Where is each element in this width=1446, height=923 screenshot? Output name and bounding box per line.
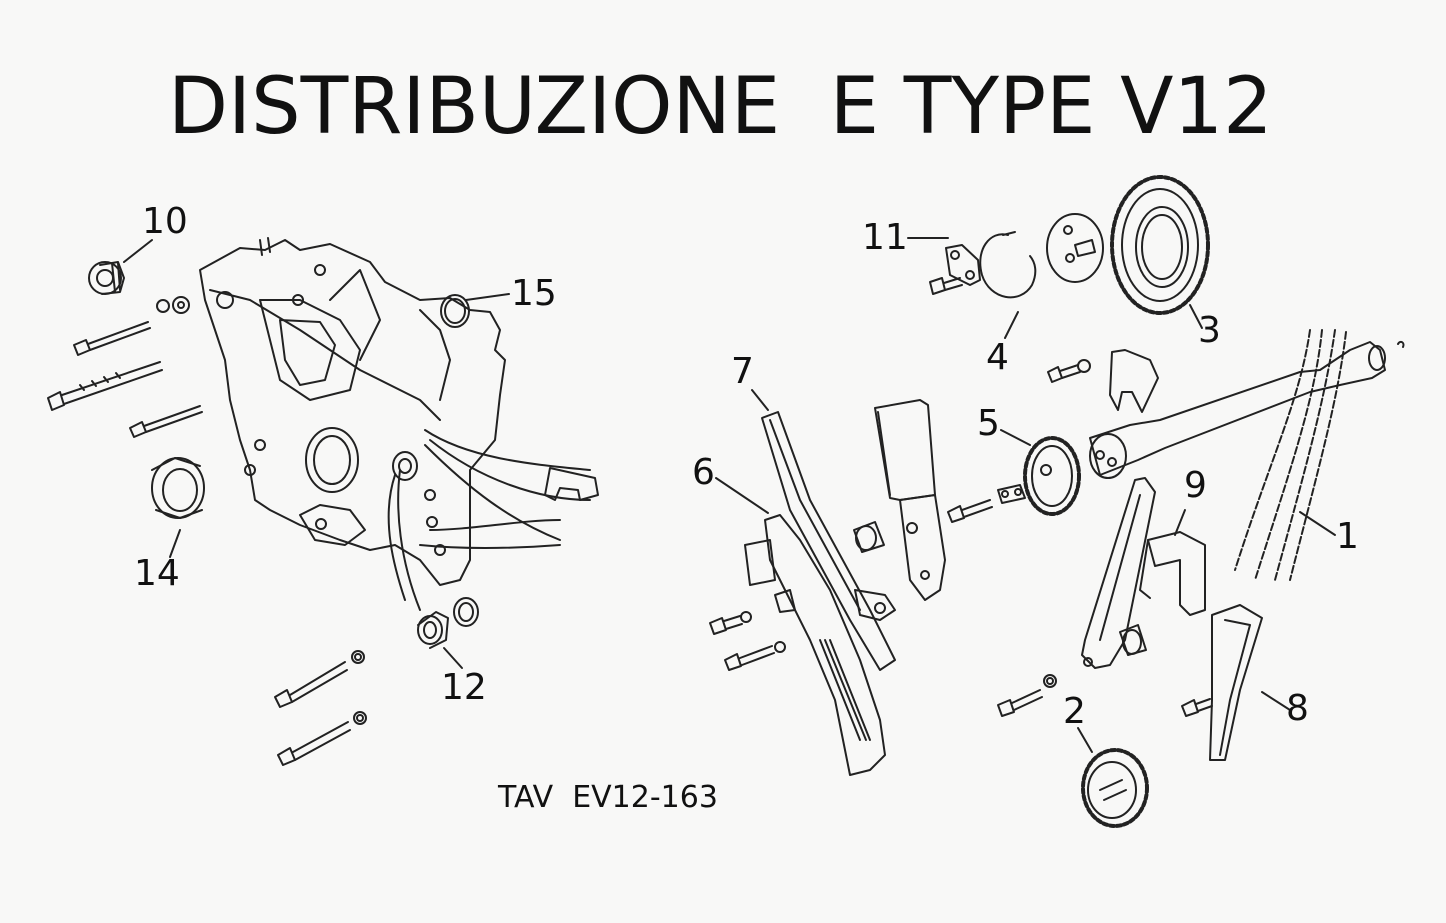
timing-cover bbox=[199, 237, 599, 611]
diagram-title: DISTRIBUZIONE E TYPE V12 bbox=[168, 62, 1273, 152]
item-15-ring bbox=[440, 294, 470, 328]
item-11-plate bbox=[929, 244, 981, 295]
item-14-seal bbox=[151, 457, 205, 519]
callout-3: 3 bbox=[1198, 310, 1221, 351]
leader-lines bbox=[123, 237, 1336, 753]
item-3-sprocket bbox=[1110, 175, 1210, 315]
item-12-bush bbox=[417, 597, 479, 649]
callout-14: 14 bbox=[134, 553, 180, 594]
callout-8: 8 bbox=[1286, 688, 1309, 729]
table-reference: TAV EV12-163 bbox=[498, 780, 718, 815]
callout-15: 15 bbox=[511, 273, 557, 314]
cam-bracket bbox=[1047, 349, 1159, 413]
callout-2: 2 bbox=[1063, 691, 1086, 732]
item-1-chain bbox=[1234, 329, 1347, 581]
callout-11: 11 bbox=[862, 217, 908, 258]
item-6-tensioner bbox=[709, 514, 896, 776]
callout-9: 9 bbox=[1184, 465, 1207, 506]
item-10-nut bbox=[88, 261, 125, 295]
hub-plate bbox=[1046, 213, 1104, 283]
camshaft bbox=[1089, 340, 1405, 479]
callout-4: 4 bbox=[986, 337, 1009, 378]
lower-damper bbox=[1081, 477, 1156, 669]
left-bolts bbox=[47, 296, 203, 438]
item-2-sprocket bbox=[997, 674, 1149, 828]
item-7-damper bbox=[761, 411, 896, 671]
callout-10: 10 bbox=[142, 201, 188, 242]
callout-12: 12 bbox=[441, 667, 487, 708]
callout-1: 1 bbox=[1336, 516, 1359, 557]
item-4-circlip bbox=[979, 231, 1037, 299]
bottom-bolts bbox=[274, 650, 367, 766]
item-8-guide bbox=[1181, 604, 1263, 761]
callout-7: 7 bbox=[731, 351, 754, 392]
upper-guide bbox=[853, 399, 946, 601]
item-5-sprocket bbox=[947, 436, 1081, 523]
callout-6: 6 bbox=[692, 452, 715, 493]
item-9-bracket bbox=[1139, 531, 1206, 616]
callout-5: 5 bbox=[977, 403, 1000, 444]
